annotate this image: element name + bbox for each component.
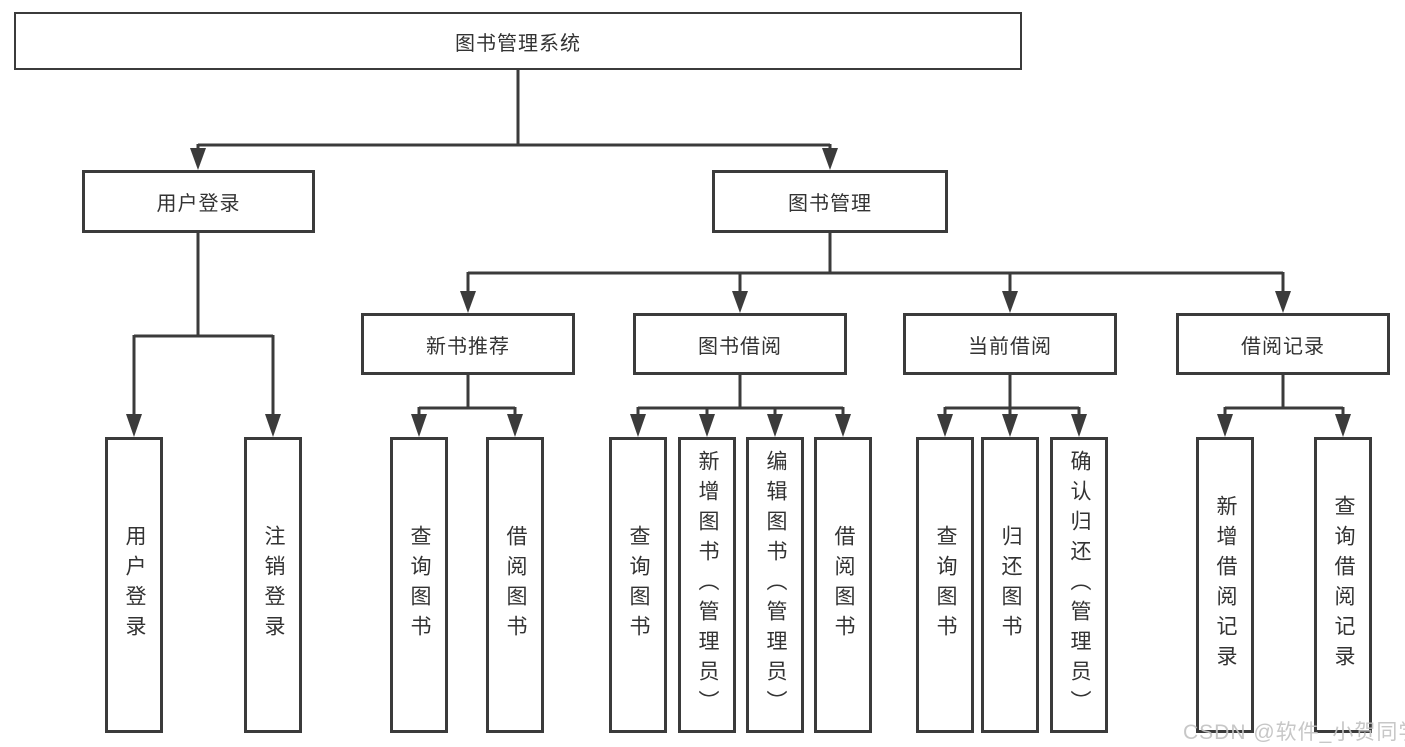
node-current-borrowing: 当前借阅 [903,313,1117,375]
leaf-cb-return-books: 归还图书 [981,437,1039,733]
leaf-label: 查询图书 [627,525,650,645]
leaf-br-add-borrow-record: 新增借阅记录 [1196,437,1254,733]
leaf-label: 新增图书（管理员） [696,450,719,720]
leaf-user-login: 用户登录 [105,437,163,733]
node-root: 图书管理系统 [14,12,1022,70]
leaf-label: 查询图书 [934,525,957,645]
leaf-br-query-borrow-record: 查询借阅记录 [1314,437,1372,733]
leaf-logout: 注销登录 [244,437,302,733]
leaf-bb-query-books: 查询图书 [609,437,667,733]
leaf-label: 借阅图书 [504,525,527,645]
node-book-management: 图书管理 [712,170,948,233]
leaf-label: 用户登录 [123,525,146,645]
leaf-cb-query-books: 查询图书 [916,437,974,733]
node-book-borrowing: 图书借阅 [633,313,847,375]
leaf-label: 新增借阅记录 [1214,495,1237,675]
node-new-book-recommendation: 新书推荐 [361,313,575,375]
leaf-label: 注销登录 [262,525,285,645]
leaf-cb-confirm-return-admin: 确认归还（管理员） [1050,437,1108,733]
leaf-nbr-borrow-books: 借阅图书 [486,437,544,733]
leaf-label: 查询借阅记录 [1332,495,1355,675]
leaf-nbr-query-books: 查询图书 [390,437,448,733]
leaf-bb-add-book-admin: 新增图书（管理员） [678,437,736,733]
leaf-label: 查询图书 [408,525,431,645]
leaf-label: 确认归还（管理员） [1068,450,1091,720]
leaf-label: 借阅图书 [832,525,855,645]
node-borrowing-records: 借阅记录 [1176,313,1390,375]
leaf-label: 编辑图书（管理员） [764,450,787,720]
leaf-bb-borrow-books: 借阅图书 [814,437,872,733]
watermark: CSDN @软件_小贺同学 [1183,721,1405,744]
node-user-login: 用户登录 [82,170,315,233]
leaf-label: 归还图书 [999,525,1022,645]
leaf-bb-edit-book-admin: 编辑图书（管理员） [746,437,804,733]
